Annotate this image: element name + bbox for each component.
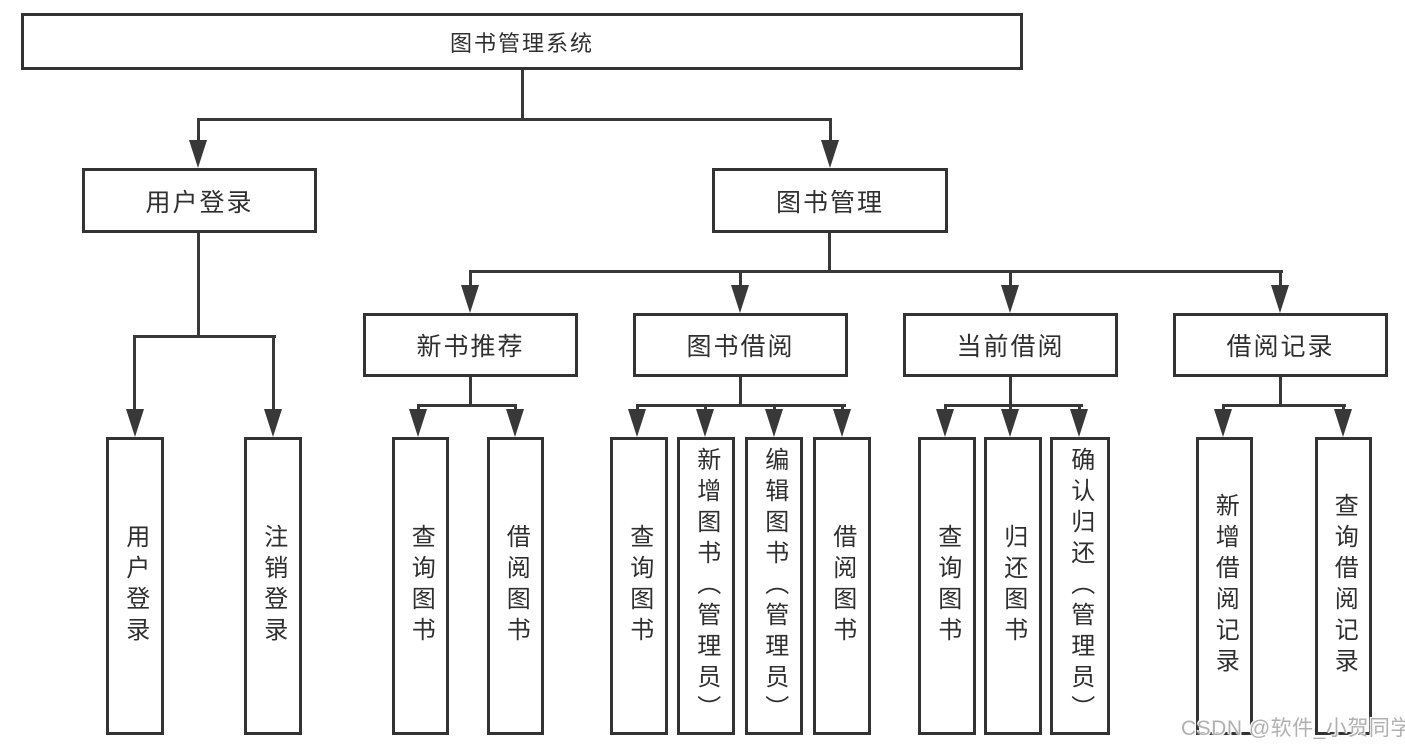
leaf-return-book: 归还图书 xyxy=(984,437,1042,735)
leaf-query-books-borrow: 查询图书 xyxy=(610,437,668,735)
leaf-confirm-return-admin-label: 确认归还（管理员） xyxy=(1066,446,1094,726)
connector-line xyxy=(1009,270,1012,288)
arrowhead-down xyxy=(189,140,207,168)
arrowhead-down xyxy=(1001,409,1019,437)
connector-line xyxy=(469,377,472,407)
leaf-query-borrow-record-label: 查询借阅记录 xyxy=(1330,493,1358,679)
leaf-logout-label: 注销登录 xyxy=(259,524,287,648)
node-book-management: 图书管理 xyxy=(712,168,948,233)
arrowhead-down xyxy=(731,285,749,313)
leaf-query-books-current-label: 查询图书 xyxy=(933,524,961,648)
leaf-query-books-borrow-label: 查询图书 xyxy=(625,524,653,648)
node-user-login: 用户登录 xyxy=(82,168,317,233)
leaf-user-login-label: 用户登录 xyxy=(121,524,149,648)
node-borrow-records: 借阅记录 xyxy=(1173,313,1388,377)
connector-line xyxy=(133,335,276,338)
node-library-system-label: 图书管理系统 xyxy=(449,30,594,56)
connector-line xyxy=(197,118,200,146)
connector-line xyxy=(1222,404,1346,407)
leaf-borrow-books-recommend-label: 借阅图书 xyxy=(502,524,530,648)
connector-line xyxy=(1009,377,1012,407)
arrowhead-down xyxy=(409,409,427,437)
connector-line xyxy=(1279,377,1282,407)
leaf-borrow-books-borrow: 借阅图书 xyxy=(813,437,871,735)
node-new-book-recommend: 新书推荐 xyxy=(363,313,578,377)
csdn-watermark: CSDN @软件_小贺同学 xyxy=(1181,717,1405,740)
node-current-borrow-label: 当前借阅 xyxy=(956,333,1065,361)
connector-line xyxy=(828,233,831,273)
arrowhead-down xyxy=(765,409,783,437)
leaf-borrow-books-recommend: 借阅图书 xyxy=(487,437,544,735)
arrowhead-down xyxy=(1070,409,1088,437)
arrowhead-down xyxy=(506,409,524,437)
leaf-borrow-books-borrow-label: 借阅图书 xyxy=(828,524,856,648)
connector-line xyxy=(197,118,832,121)
leaf-query-books-current: 查询图书 xyxy=(918,437,976,735)
leaf-query-borrow-record: 查询借阅记录 xyxy=(1315,437,1372,735)
connector-line xyxy=(197,233,200,338)
arrowhead-down xyxy=(696,409,714,437)
leaf-add-borrow-record-label: 新增借阅记录 xyxy=(1211,493,1239,679)
connector-line xyxy=(272,335,275,411)
arrowhead-down xyxy=(1334,409,1352,437)
arrowhead-down xyxy=(628,409,646,437)
leaf-confirm-return-admin: 确认归还（管理员） xyxy=(1050,437,1110,735)
leaf-logout: 注销登录 xyxy=(244,437,302,735)
connector-line xyxy=(739,270,742,288)
arrowhead-down xyxy=(126,409,144,437)
arrowhead-down xyxy=(1214,409,1232,437)
leaf-edit-book-admin: 编辑图书（管理员） xyxy=(745,437,803,735)
connector-line xyxy=(1279,270,1282,288)
leaf-add-book-admin: 新增图书（管理员） xyxy=(677,437,735,735)
leaf-query-books-recommend: 查询图书 xyxy=(392,437,449,735)
arrowhead-down xyxy=(264,409,282,437)
node-book-management-label: 图书管理 xyxy=(775,188,884,217)
node-current-borrow: 当前借阅 xyxy=(903,313,1118,377)
arrowhead-down xyxy=(936,409,954,437)
leaf-return-book-label: 归还图书 xyxy=(999,524,1027,648)
connector-line xyxy=(829,118,832,146)
connector-line xyxy=(469,270,472,288)
node-new-book-recommend-label: 新书推荐 xyxy=(416,333,525,361)
arrowhead-down xyxy=(461,285,479,313)
node-borrow-records-label: 借阅记录 xyxy=(1226,333,1335,361)
arrowhead-down xyxy=(1271,285,1289,313)
connector-line xyxy=(944,404,1083,407)
leaf-edit-book-admin-label: 编辑图书（管理员） xyxy=(760,446,788,726)
leaf-user-login: 用户登录 xyxy=(106,437,164,735)
arrowhead-down xyxy=(1001,285,1019,313)
node-user-login-label: 用户登录 xyxy=(145,188,254,217)
node-book-borrow: 图书借阅 xyxy=(633,313,848,377)
connector-line xyxy=(417,404,517,407)
connector-line xyxy=(469,270,1283,273)
node-library-system: 图书管理系统 xyxy=(21,13,1023,70)
leaf-add-book-admin-label: 新增图书（管理员） xyxy=(692,446,720,726)
arrowhead-down xyxy=(833,409,851,437)
node-book-borrow-label: 图书借阅 xyxy=(686,333,795,361)
connector-line xyxy=(133,335,136,411)
connector-line xyxy=(739,377,742,407)
connector-line xyxy=(636,404,846,407)
connector-line xyxy=(521,70,524,120)
leaf-query-books-recommend-label: 查询图书 xyxy=(407,524,435,648)
leaf-add-borrow-record: 新增借阅记录 xyxy=(1196,437,1253,735)
arrowhead-down xyxy=(821,140,839,168)
